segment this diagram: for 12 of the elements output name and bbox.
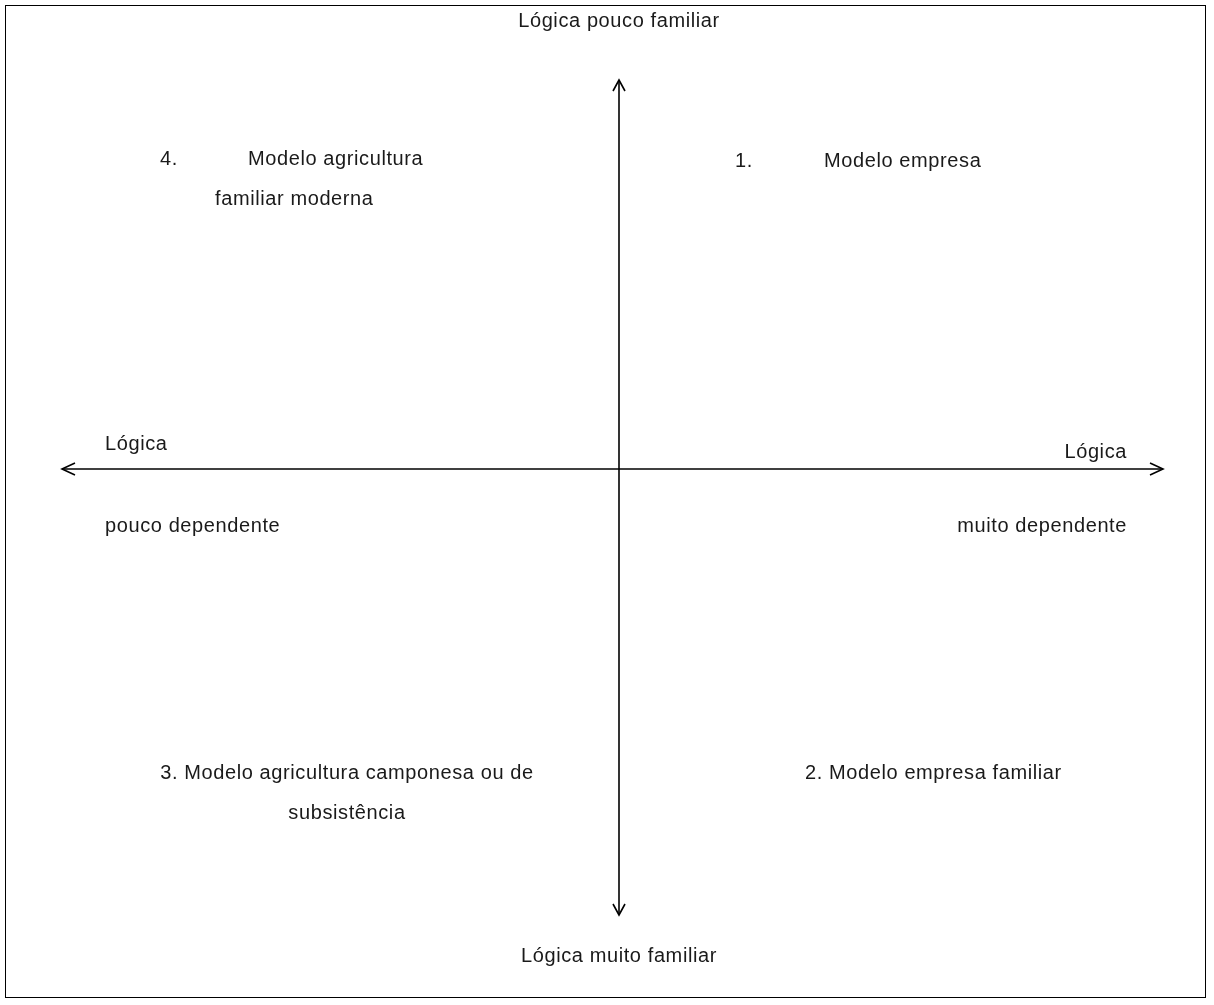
quadrant-label: Modelo empresa (824, 148, 983, 173)
axis-label: pouco dependente (105, 513, 282, 538)
quadrant-label: Modelo agricultura familiar moderna (215, 146, 425, 211)
axis-label: Lógica (1063, 439, 1127, 464)
quadrant-number: 1. (735, 148, 754, 173)
axis-label: Lógica (105, 431, 169, 456)
quadrant-number: 4. (160, 146, 179, 171)
axis-label: Lógica muito familiar (520, 943, 718, 968)
quadrant-label: 2. Modelo empresa familiar (805, 760, 1063, 785)
axis-label: Lógica pouco familiar (517, 8, 721, 33)
quadrant-label: 3. Modelo agricultura camponesa ou de subsistência (159, 760, 535, 825)
axis-label: muito dependente (956, 513, 1127, 538)
